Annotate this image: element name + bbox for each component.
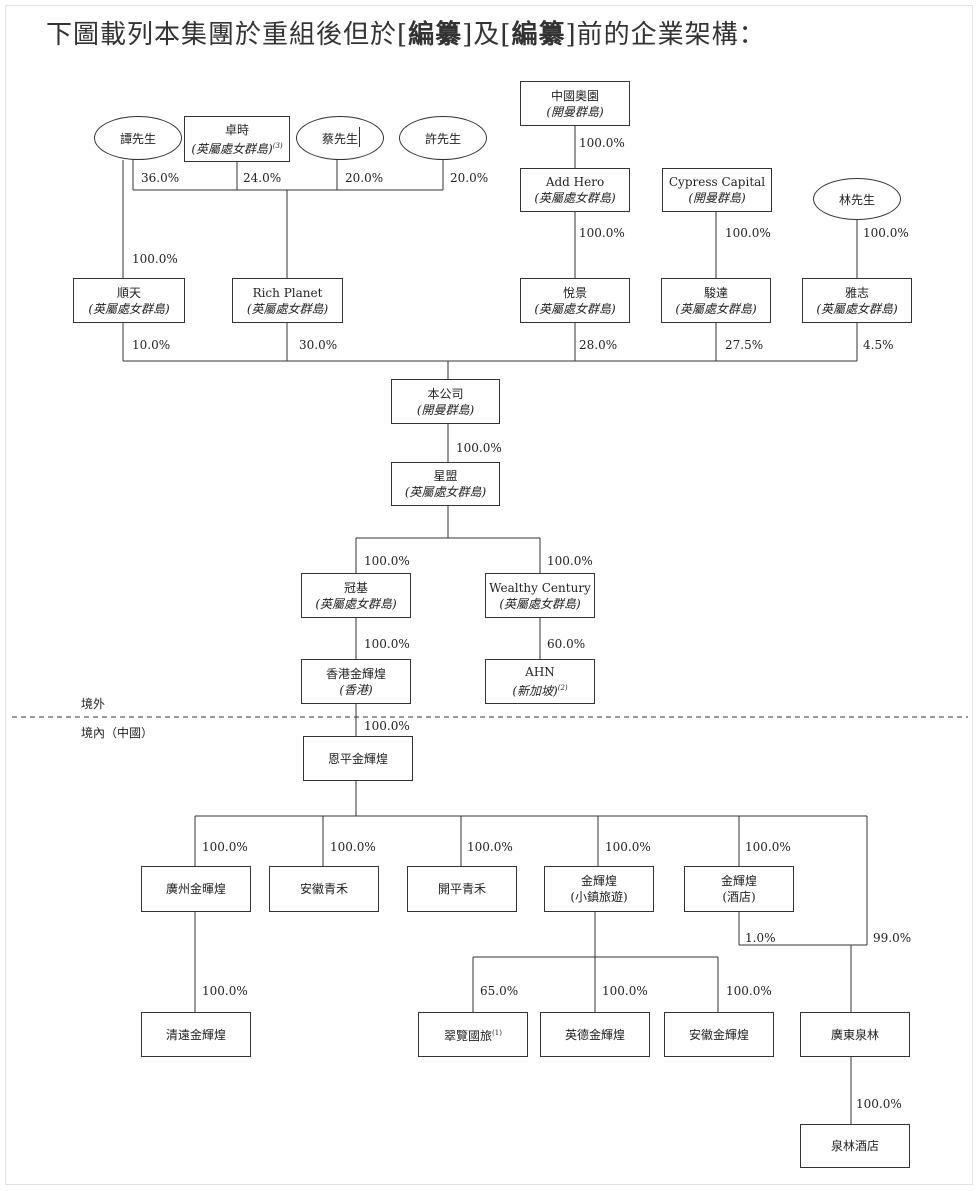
pct-label: 60.0% (547, 637, 586, 651)
pct-label: 20.0% (345, 171, 384, 185)
entity-qingyuan: 清遠金輝煌 (141, 1012, 251, 1057)
pct-label: 100.0% (725, 226, 771, 240)
pct-label: 100.0% (863, 226, 909, 240)
pct-label: 100.0% (605, 840, 651, 854)
pct-label: 100.0% (330, 840, 376, 854)
entity-shuntian: 順天(英屬處女群島) (73, 278, 185, 323)
pct-label: 36.0% (141, 171, 180, 185)
pct-label: 65.0% (480, 984, 519, 998)
pct-label: 24.0% (243, 171, 282, 185)
zone-offshore-label: 境外 (81, 697, 106, 711)
entity-kaiping-qinghe: 開平青禾 (407, 866, 517, 912)
pct-label: 30.0% (299, 338, 338, 352)
pct-label: 100.0% (856, 1097, 902, 1111)
entity-hotel: 金輝煌(酒店) (684, 866, 794, 912)
entity-hk-jinhuihuang: 香港金輝煌(香港) (301, 659, 411, 704)
pct-label: 100.0% (602, 984, 648, 998)
entity-yingde: 英德金輝煌 (540, 1012, 650, 1057)
entity-quanlin-hotel: 泉林酒店 (800, 1124, 910, 1168)
shareholder-lin: 林先生 (813, 178, 901, 220)
entity-anhui-qinghe: 安徽青禾 (269, 866, 379, 912)
pct-label: 100.0% (132, 252, 178, 266)
pct-label: 20.0% (450, 171, 489, 185)
redacted-mark-1: 編纂 (408, 20, 463, 50)
pct-label: 100.0% (364, 719, 410, 733)
pct-label: 100.0% (456, 441, 502, 455)
page-title: 下圖載列本集團於重組後但於[編纂]及[編纂]前的企業架構： (46, 20, 766, 50)
shareholder-tan: 譚先生 (94, 116, 182, 160)
shareholder-xu: 許先生 (399, 116, 487, 160)
pct-label: 99.0% (873, 931, 912, 945)
diagram-frame (5, 5, 973, 1185)
entity-cypress-capital: Cypress Capital (開曼群島) (662, 168, 772, 212)
pct-label: 100.0% (547, 554, 593, 568)
pct-label: 100.0% (579, 226, 625, 240)
pct-label: 100.0% (202, 840, 248, 854)
redacted-mark-2: 編纂 (511, 20, 566, 50)
entity-guangdong-quanlin: 廣東泉林 (800, 1012, 910, 1057)
pct-label: 100.0% (364, 637, 410, 651)
entity-yuejing: 悅景(英屬處女群島) (520, 278, 630, 323)
entity-add-hero: Add Hero (英屬處女群島) (520, 168, 630, 212)
entity-wealthy-century: Wealthy Century(英屬處女群島) (485, 573, 595, 618)
entity-company: 本公司(開曼群島) (391, 379, 500, 424)
entity-town-tourism: 金輝煌(小鎮旅遊) (544, 866, 654, 912)
pct-label: 100.0% (467, 840, 513, 854)
pct-label: 100.0% (364, 554, 410, 568)
entity-zhuoshi: 卓時 (英屬處女群島)(3) (184, 116, 290, 162)
pct-label: 100.0% (202, 984, 248, 998)
entity-guanji: 冠基(英屬處女群島) (301, 573, 411, 618)
pct-label: 100.0% (745, 840, 791, 854)
entity-junda: 駿達(英屬處女群島) (661, 278, 771, 323)
pct-label: 4.5% (863, 338, 894, 352)
pct-label: 27.5% (725, 338, 764, 352)
entity-ahn: AHN(新加坡)(2) (485, 659, 595, 704)
pct-label: 100.0% (579, 136, 625, 150)
zone-onshore-label: 境內（中國） (81, 726, 154, 740)
pct-label: 28.0% (579, 338, 618, 352)
entity-rich-planet: Rich Planet(英屬處女群島) (232, 278, 343, 323)
entity-enping: 恩平金輝煌 (303, 736, 413, 781)
entity-guangzhou: 廣州金暉煌 (141, 866, 251, 912)
entity-cuilan: 翠覽國旅(1) (418, 1012, 528, 1057)
entity-anhui-jinhuihuang: 安徽金輝煌 (664, 1012, 774, 1057)
entity-yazhi: 雅志(英屬處女群島) (802, 278, 912, 323)
entity-zhongguo-aoyuan: 中國奧園 (開曼群島) (520, 81, 630, 126)
pct-label: 100.0% (726, 984, 772, 998)
shareholder-cai: 蔡先生 (296, 116, 384, 160)
text-cursor (359, 127, 360, 147)
pct-label: 10.0% (132, 338, 171, 352)
entity-xingmeng: 星盟(英屬處女群島) (391, 462, 500, 506)
pct-label: 1.0% (745, 931, 776, 945)
